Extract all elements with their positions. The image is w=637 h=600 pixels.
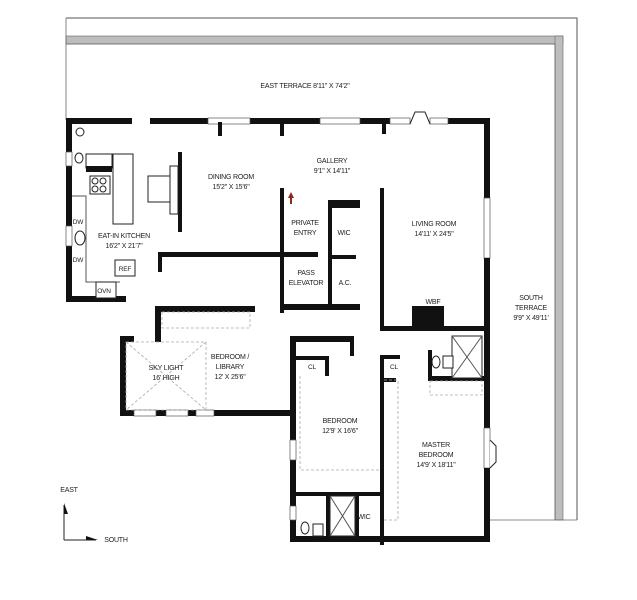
bedroom-dims: 12'9' X 16'6" xyxy=(322,428,359,435)
living-room-name: LIVING ROOM xyxy=(412,221,457,228)
compass-north-label: EAST xyxy=(60,487,78,494)
kitchen-name: EAT-IN KITCHEN xyxy=(98,233,150,240)
library-2: LIBRARY xyxy=(216,364,245,371)
wbf-label: WBF xyxy=(426,299,441,306)
kitchen-fixtures xyxy=(72,127,179,299)
gallery-name: GALLERY xyxy=(317,158,348,165)
labels: EAST TERRACE 8'11" X 74'2" SOUTH TERRACE… xyxy=(60,83,549,544)
kitchen-dims: 16'2" X 21'7" xyxy=(106,243,144,250)
pass-elevator-1: PASS xyxy=(297,270,315,277)
wic-entry: WIC xyxy=(337,230,350,237)
exterior-walls xyxy=(65,117,491,542)
bath-fixtures xyxy=(300,335,483,537)
compass-east-label: SOUTH xyxy=(104,537,128,544)
bay-windows xyxy=(409,111,497,469)
compass-icon xyxy=(63,503,98,541)
dw-bottom: DW xyxy=(73,257,84,264)
closet-lines xyxy=(161,311,483,521)
living-room-dims: 14'11' X 24'5" xyxy=(415,231,455,238)
skylight xyxy=(125,341,207,411)
east-terrace-label: EAST TERRACE 8'11" X 74'2" xyxy=(260,83,350,90)
wic-bedroom: WIC xyxy=(357,514,370,521)
south-terrace-name-2: TERRACE xyxy=(515,305,548,312)
south-terrace-dims: 9'9" X 49'11' xyxy=(513,315,548,322)
library-1: BEDROOM / xyxy=(211,354,250,361)
south-terrace-name-1: SOUTH xyxy=(519,295,543,302)
master-1: MASTER xyxy=(422,442,450,449)
dining-room-dims: 15'2" X 15'6" xyxy=(213,184,251,191)
ac-label: A.C. xyxy=(339,280,352,287)
master-2: BEDROOM xyxy=(419,452,454,459)
cl-master: CL xyxy=(390,364,398,371)
dining-room-name: DINING ROOM xyxy=(208,174,254,181)
pass-elevator-2: ELEVATOR xyxy=(289,280,324,287)
ovn-label: OVN xyxy=(97,288,111,295)
entry-arrow-icon xyxy=(288,192,294,204)
gallery-dims: 9'1" X 14'11" xyxy=(314,168,351,175)
ref-label: REF xyxy=(119,266,132,273)
library-dims: 12' X 25'6" xyxy=(215,374,247,381)
interior-walls xyxy=(158,122,486,545)
dw-top: DW xyxy=(73,219,84,226)
skylight-1: SKY LIGHT xyxy=(149,365,185,372)
private-entry-2: ENTRY xyxy=(294,230,317,237)
bedroom-name: BEDROOM xyxy=(323,418,358,425)
cl-bedroom: CL xyxy=(308,364,316,371)
private-entry-1: PRIVATE xyxy=(291,220,319,227)
terrace-outline xyxy=(65,17,578,521)
skylight-2: 16' HIGH xyxy=(153,375,180,382)
master-dims: 14'9' X 18'11" xyxy=(417,462,457,469)
